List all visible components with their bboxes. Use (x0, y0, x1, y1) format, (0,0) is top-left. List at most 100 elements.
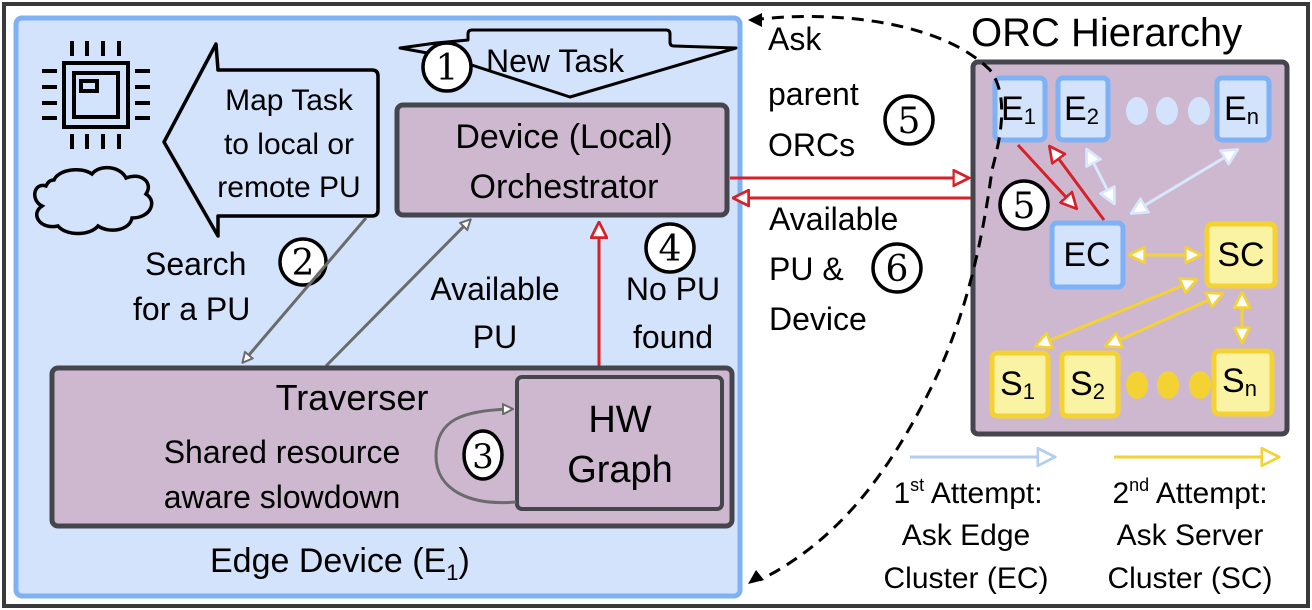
hw-graph-line-2: Graph (567, 449, 673, 491)
server-cluster-node[interactable]: SC (1204, 221, 1278, 289)
legend-item-second-attempt: 2nd Attempt: Ask Server Cluster (SC) (1107, 457, 1278, 595)
available-pu-line-1: Available (430, 271, 559, 307)
edge-node-e1[interactable]: E1 (992, 75, 1048, 143)
hw-graph-line-1: HW (588, 399, 651, 441)
step-3-badge: 3 (462, 429, 504, 481)
sn-base: S (1222, 362, 1245, 400)
local-orchestrator-line-1: Device (Local) (455, 118, 672, 156)
step-3-number: 3 (472, 437, 494, 477)
legend-second-sup: nd (1129, 475, 1149, 495)
legend-second-line-2: Ask Server (1117, 519, 1264, 552)
svg-text:E1: E1 (1001, 90, 1036, 129)
chip-icon (42, 41, 150, 149)
server-node-sn[interactable]: Sn (1211, 348, 1275, 417)
e1-base: E (1001, 90, 1024, 128)
orc-hierarchy-title: ORC Hierarchy (971, 11, 1242, 55)
map-task-callout (162, 42, 380, 238)
sc-label: SC (1217, 236, 1264, 274)
search-line-2: for a PU (133, 291, 250, 327)
available-pu-arrow (324, 220, 470, 368)
inner-step-5-number: 5 (1013, 186, 1036, 227)
search-line-1: Search (145, 246, 246, 282)
no-pu-line-2: found (633, 319, 713, 355)
e2-sub: 2 (1087, 104, 1099, 129)
edge-device-label-text: Edge Device (E (210, 542, 446, 580)
available-reply-line-2: PU & (769, 251, 844, 287)
no-pu-line-1: No PU (626, 271, 720, 307)
s2-sub: 2 (1093, 379, 1105, 404)
ask-parent-line-2: parent (768, 76, 859, 112)
legend-second-line-1: 2nd Attempt: (1112, 475, 1267, 510)
local-orchestrator-line-2: Orchestrator (470, 168, 659, 206)
edge-node-e2[interactable]: E2 (1055, 75, 1111, 143)
step-4-badge: 4 (644, 222, 696, 274)
edge-device-label-sub: 1 (446, 560, 458, 585)
edge-ellipsis (1126, 97, 1210, 125)
new-task-label: New Task (486, 43, 625, 79)
ask-parent-line-3: ORCs (768, 127, 855, 163)
legend-first-line-3: Cluster (EC) (883, 562, 1048, 595)
traverser-desc-line-1: Shared resource (164, 434, 401, 470)
available-reply-line-1: Available (769, 201, 898, 237)
dashed-arrowhead-bottom (748, 570, 764, 584)
traverser-desc-line-2: aware slowdown (164, 479, 401, 515)
new-task-banner (398, 28, 738, 99)
legend-first-line-1: 1st Attempt: (893, 475, 1042, 510)
legend-second-line-3: Cluster (SC) (1107, 562, 1272, 595)
ec-label: EC (1063, 236, 1110, 274)
available-pu-line-2: PU (473, 319, 517, 355)
legend-second-attempt-text: Attempt: (1149, 477, 1267, 510)
svg-text:E2: E2 (1064, 90, 1099, 129)
edge-node-en[interactable]: En (1214, 75, 1272, 143)
svg-text:S1: S1 (1000, 365, 1035, 404)
step-6-number: 6 (886, 249, 909, 290)
e2-base: E (1064, 90, 1087, 128)
step-2-badge: 2 (278, 237, 328, 287)
search-arrow (243, 217, 368, 362)
dashed-return-path (751, 15, 1004, 582)
inner-step-5-badge: 5 (998, 179, 1050, 231)
en-ec-arrow (1132, 150, 1237, 213)
server-node-s2[interactable]: S2 (1059, 350, 1121, 419)
ec-e2-red-arrow (1050, 147, 1106, 221)
svg-text:En: En (1224, 90, 1259, 129)
legend-item-first-attempt: 1st Attempt: Ask Edge Cluster (EC) (883, 457, 1054, 595)
edge-cluster-node[interactable]: EC (1049, 220, 1126, 290)
sn-sub: n (1245, 376, 1257, 401)
hw-graph-box[interactable] (515, 375, 724, 511)
s1-base: S (1000, 365, 1023, 403)
traverser-title: Traverser (276, 377, 429, 418)
cloud-icon (33, 165, 154, 236)
available-reply-line-3: Device (769, 301, 867, 337)
ask-parent-line-1: Ask (768, 21, 822, 57)
e1-sub: 1 (1024, 104, 1036, 129)
dashed-arrowhead-top (748, 13, 762, 27)
server-node-s1[interactable]: S1 (989, 350, 1051, 419)
legend-second-num: 2 (1112, 477, 1129, 510)
map-task-line-1: Map Task (225, 84, 354, 117)
legend-first-line-2: Ask Edge (902, 519, 1030, 552)
step-4-number: 4 (659, 229, 682, 270)
edge-device-label-close: ) (458, 542, 469, 580)
en-base: E (1224, 90, 1247, 128)
legend-first-sup: st (910, 475, 924, 495)
legend-first-num: 1 (893, 477, 910, 510)
e1-ec-red-arrow (1016, 143, 1076, 208)
map-task-line-2: to local or (224, 128, 354, 161)
step-1-badge: 1 (421, 41, 473, 93)
server-ellipsis (1126, 371, 1211, 399)
step-6-badge: 6 (871, 242, 923, 294)
legend-first-attempt-text: Attempt: (924, 477, 1042, 510)
svg-text:S2: S2 (1070, 365, 1105, 404)
e2-ec-arrow (1087, 150, 1114, 203)
edge-device-label: Edge Device (E1) (210, 542, 470, 585)
svg-text:Sn: Sn (1222, 362, 1257, 401)
traverse-loop-arrow (434, 409, 517, 505)
step-5-badge: 5 (883, 94, 935, 146)
local-orchestrator-box[interactable] (394, 102, 730, 218)
en-sub: n (1247, 104, 1259, 129)
map-task-line-3: remote PU (217, 171, 360, 204)
s2-base: S (1070, 365, 1093, 403)
step-1-number: 1 (436, 48, 459, 89)
